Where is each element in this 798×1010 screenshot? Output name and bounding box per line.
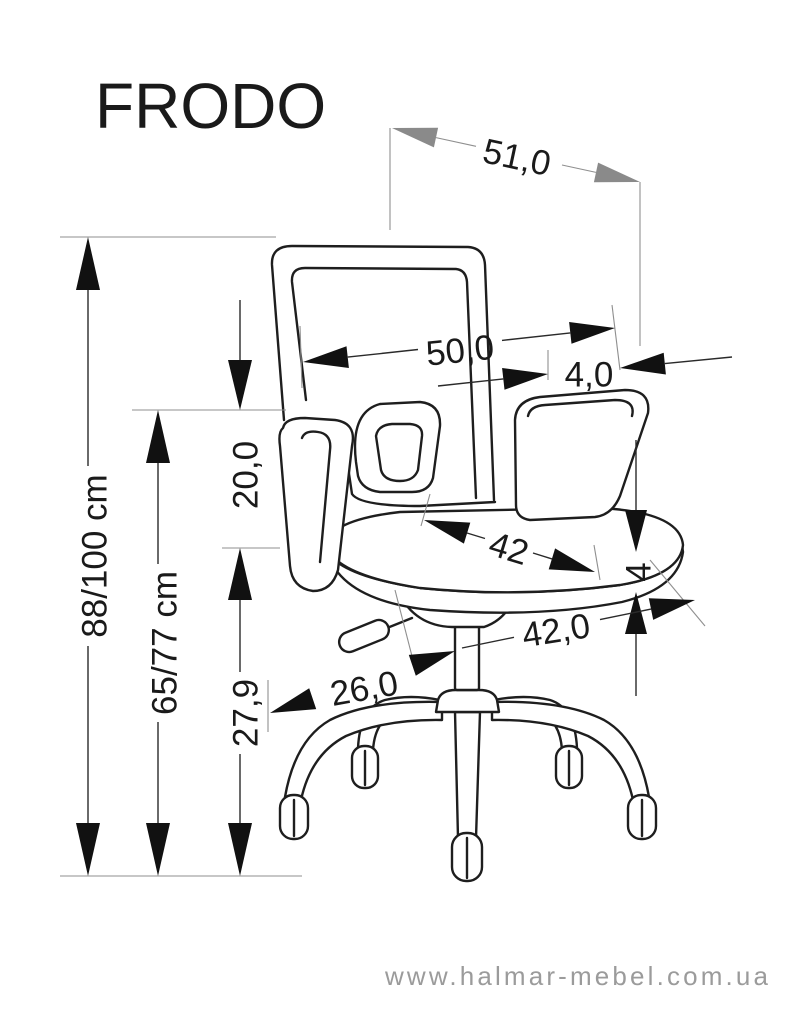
arrow-right [548,548,595,572]
seat-cushion [324,506,685,594]
website-url: www.halmar-mebel.com.ua [384,961,769,991]
arrow-right [593,162,640,183]
backrest-outer-frame [270,244,496,502]
extension-lines [60,128,706,877]
dimension-base-radius: 26,0 [270,651,455,714]
base-leg-front [453,710,482,840]
caster-back-right [554,744,584,790]
dimension-total-height: 88/100 cm [75,237,114,876]
seat-thickness-label: 4 [619,562,658,581]
seat-height-range-label: 65/77 cm [145,571,184,715]
arrow-up [76,237,100,290]
dimension-seat-height-range: 65/77 cm [145,410,184,876]
seat-width-label: 42,0 [519,606,592,655]
arrow-down [76,823,100,876]
arrow-down [228,360,252,410]
caster-front [450,831,484,883]
caster-right [626,793,658,841]
dimension-backrest-height: 20,0 [226,300,265,509]
lumbar-support-inner [374,422,424,483]
armrest-right-inner [526,398,634,418]
arrow-left [270,688,317,713]
caster-left [278,793,310,841]
base-hub [434,688,501,714]
backrest-width-label: 50,0 [424,328,496,374]
overall-width-label: 51,0 [479,132,554,184]
arrow-up [625,592,647,634]
lumbar-support [353,400,442,494]
arrow-up [146,410,170,463]
product-title: FRODO [95,70,326,142]
arrow-right [408,651,455,676]
arrow-left [424,520,471,544]
arrow-down [146,823,170,876]
backrest-height-label: 20,0 [226,441,265,509]
arrow-left [392,127,439,148]
arrow-right [648,598,695,620]
armrest-left-inner [300,430,332,564]
chair-illustration [270,244,685,883]
seat-height-label: 27,9 [226,679,265,747]
arrow-right [502,368,548,390]
arrow-left [620,352,666,375]
armrest-left [278,416,355,593]
height-lever [337,618,391,654]
arrow-down [625,510,647,552]
gas-lift [453,618,481,692]
dimension-seat-thickness: 4 [619,440,658,696]
dimension-seat-height: 27,9 [226,548,265,876]
total-height-label: 88/100 cm [75,474,114,637]
arrow-right [569,322,615,344]
dimension-armrest-offset: 4,0 [437,352,733,394]
arrow-left [303,346,349,368]
arrow-up [228,548,252,600]
armrest-offset-label: 4,0 [565,355,614,394]
dimension-backrest-width: 50,0 [303,322,615,374]
caster-back-left [350,744,380,790]
backrest-inner-frame [290,266,478,500]
arrow-down [228,823,252,876]
backrest-lower-edge [342,438,497,508]
armrest-right [513,388,650,522]
dimension-overall-width: 51,0 [392,127,640,184]
